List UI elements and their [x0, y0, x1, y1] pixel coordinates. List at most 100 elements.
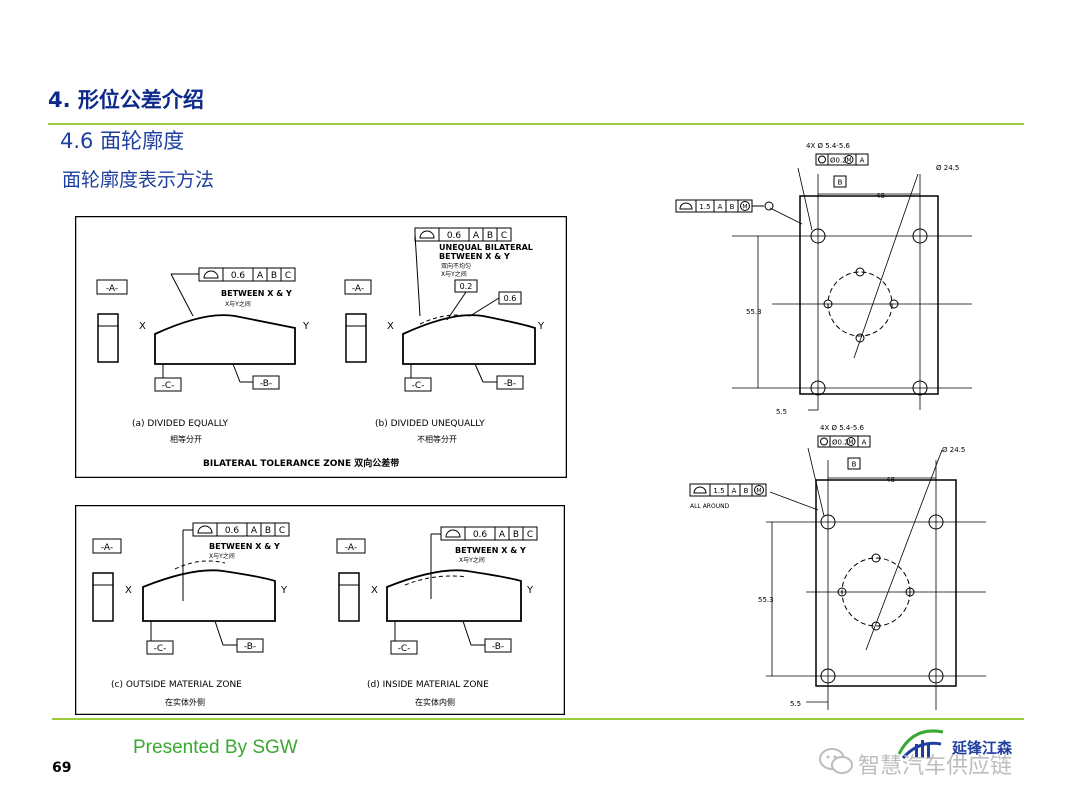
svg-text:-B-: -B-: [260, 379, 272, 389]
plate-drawing-bottom: 4X Ø 5.4-5.6 Ø0.2 M A B Ø 24.5 1.5 A B M…: [689, 424, 986, 710]
profile-fcf-top: 1.5 A B M: [675, 199, 774, 213]
svg-text:X: X: [125, 585, 132, 596]
svg-text:M: M: [848, 439, 853, 446]
svg-text:-B-: -B-: [504, 379, 516, 389]
svg-text:UNEQUAL BILATERAL: UNEQUAL BILATERAL: [439, 243, 533, 252]
svg-text:-B-: -B-: [492, 642, 504, 652]
svg-text:X: X: [371, 585, 378, 596]
presented-by: Presented By SGW: [133, 737, 298, 758]
svg-text:48: 48: [876, 192, 885, 200]
svg-text:0.6: 0.6: [225, 526, 240, 536]
section-heading: 4.6 面轮廓度: [60, 129, 185, 153]
svg-text:A: A: [860, 157, 865, 165]
svg-text:B: B: [265, 526, 271, 536]
svg-text:48: 48: [886, 476, 895, 484]
svg-text:在实体内侧: 在实体内侧: [415, 697, 455, 707]
svg-text:BETWEEN X & Y: BETWEEN X & Y: [209, 542, 280, 551]
plate-drawing-top: 4X Ø 5.4-5.6 Ø0.2 M A B Ø 24.5 1.5 A B M…: [675, 142, 972, 416]
svg-text:相等分开: 相等分开: [170, 434, 202, 444]
zone-caption: BILATERAL TOLERANCE ZONE 双向公差带: [203, 457, 399, 469]
svg-text:5.5: 5.5: [790, 700, 801, 708]
svg-text:B: B: [513, 530, 519, 540]
svg-text:BETWEEN X & Y: BETWEEN X & Y: [221, 289, 292, 298]
svg-text:C: C: [279, 526, 285, 536]
page-number: 69: [52, 760, 72, 776]
svg-text:(b) DIVIDED UNEQUALLY: (b) DIVIDED UNEQUALLY: [375, 419, 485, 429]
svg-text:在实体外侧: 在实体外侧: [165, 697, 205, 707]
svg-text:-B-: -B-: [244, 642, 256, 652]
svg-text:-A-: -A-: [106, 284, 118, 294]
svg-text:-A-: -A-: [345, 543, 357, 553]
svg-text:-A-: -A-: [352, 284, 364, 294]
svg-text:A: A: [862, 439, 867, 447]
svg-text:-C-: -C-: [412, 381, 425, 391]
svg-text:55.3: 55.3: [746, 308, 762, 316]
svg-text:Y: Y: [302, 321, 310, 332]
svg-text:Y: Y: [280, 585, 288, 596]
wechat-icon: [819, 748, 853, 774]
svg-text:4X Ø 5.4-5.6: 4X Ø 5.4-5.6: [806, 142, 851, 150]
svg-text:A: A: [473, 231, 480, 241]
svg-text:A: A: [257, 271, 264, 281]
svg-text:M: M: [742, 204, 747, 211]
figure-a: -A- X Y 0.6 A B C BETWEEN X & Y X与Y之间 -C…: [96, 267, 310, 444]
svg-text:不相等分开: 不相等分开: [417, 434, 457, 444]
company-logo-text: 延锋江森: [952, 739, 1013, 757]
profile-fcf-bottom: 1.5 A B M: [689, 483, 767, 497]
svg-text:A: A: [499, 530, 506, 540]
company-logo-icon: [897, 729, 944, 760]
figure-c: -A- X Y 0.6 A B C BETWEEN X & Y X与Y之间 -C…: [92, 522, 290, 707]
fcf-d: 0.6 A B C: [440, 526, 538, 541]
figure-b: -A- X Y 0.6 A B C UNEQUAL BILATERAL BETW…: [344, 227, 545, 444]
svg-text:C: C: [501, 231, 507, 241]
svg-text:Ø 24.5: Ø 24.5: [936, 164, 959, 172]
svg-text:-A-: -A-: [101, 543, 113, 553]
svg-text:0.6: 0.6: [231, 271, 246, 281]
fcf-b: 0.6 A B C: [414, 227, 512, 242]
svg-text:双向不均匀: 双向不均匀: [441, 262, 471, 270]
svg-text:-C-: -C-: [398, 644, 411, 654]
figure-d: -A- X Y 0.6 A B C BETWEEN X & Y X与Y之间 -C…: [336, 526, 538, 707]
svg-text:X: X: [387, 321, 394, 332]
svg-text:A: A: [718, 203, 723, 211]
svg-text:0.6: 0.6: [504, 294, 517, 303]
svg-text:5.5: 5.5: [776, 408, 787, 416]
position-fcf-top: Ø0.2 M A: [815, 153, 869, 166]
svg-text:(c) OUTSIDE MATERIAL ZONE: (c) OUTSIDE MATERIAL ZONE: [111, 680, 242, 690]
svg-text:Ø0.2: Ø0.2: [832, 439, 849, 447]
svg-text:BETWEEN X & Y: BETWEEN X & Y: [455, 546, 526, 555]
svg-text:X: X: [139, 321, 146, 332]
svg-text:55.3: 55.3: [758, 596, 774, 604]
svg-text:B: B: [271, 271, 277, 281]
svg-text:Ø0.2: Ø0.2: [830, 157, 847, 165]
svg-text:-C-: -C-: [154, 644, 167, 654]
material-zone-figure: -A- X Y 0.6 A B C BETWEEN X & Y X与Y之间 -C…: [75, 505, 565, 715]
svg-text:M: M: [756, 488, 761, 495]
bilateral-zone-figure: -A- X Y 0.6 A B C BETWEEN X & Y X与Y之间 -C…: [75, 216, 567, 478]
svg-text:A: A: [251, 526, 258, 536]
svg-text:A: A: [732, 487, 737, 495]
svg-text:4X Ø 5.4-5.6: 4X Ø 5.4-5.6: [820, 424, 865, 432]
svg-text:B: B: [838, 179, 843, 187]
svg-text:0.6: 0.6: [473, 530, 488, 540]
svg-text:BETWEEN X & Y: BETWEEN X & Y: [439, 252, 510, 261]
svg-text:0.2: 0.2: [460, 282, 473, 291]
svg-text:ALL AROUND: ALL AROUND: [690, 503, 730, 510]
svg-text:Y: Y: [526, 585, 534, 596]
svg-text:B: B: [852, 461, 857, 469]
title-divider: [48, 123, 1024, 125]
slide-title: 4. 形位公差介绍: [48, 88, 204, 112]
svg-text:(a) DIVIDED EQUALLY: (a) DIVIDED EQUALLY: [132, 419, 229, 429]
svg-text:B: B: [487, 231, 493, 241]
svg-text:X与Y之间: X与Y之间: [459, 556, 485, 564]
svg-text:B: B: [730, 203, 735, 211]
svg-text:C: C: [285, 271, 291, 281]
svg-text:Y: Y: [537, 321, 545, 332]
svg-text:Ø 24.5: Ø 24.5: [942, 446, 965, 454]
svg-text:(d) INSIDE MATERIAL ZONE: (d) INSIDE MATERIAL ZONE: [367, 680, 489, 690]
svg-text:X与Y之间: X与Y之间: [225, 300, 251, 308]
section-subheading: 面轮廓度表示方法: [62, 169, 215, 191]
svg-text:1.5: 1.5: [699, 203, 710, 211]
svg-text:1.5: 1.5: [713, 487, 724, 495]
footer-divider: [52, 718, 1024, 720]
